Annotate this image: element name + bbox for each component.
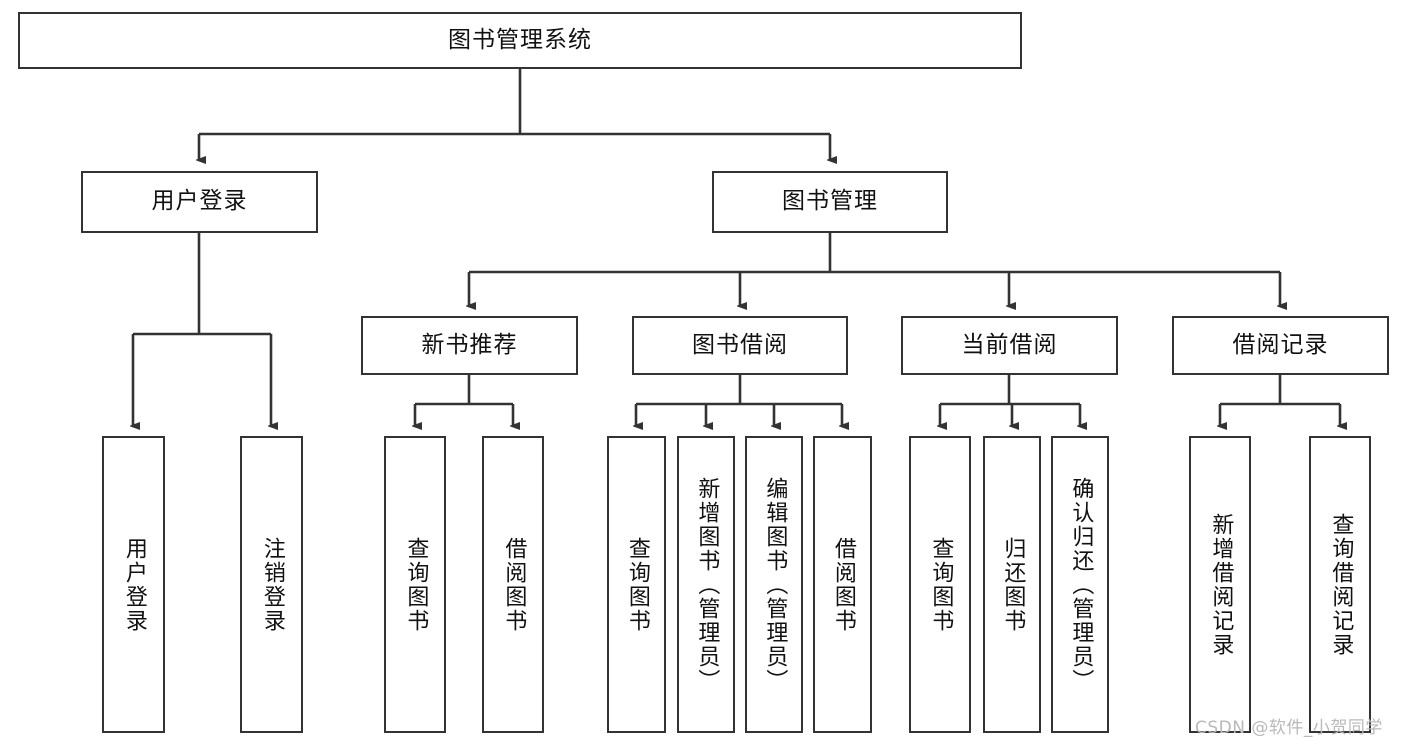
node-label: 图书管理系统: [448, 26, 592, 53]
node-borrow-record[interactable]: 借阅记录: [1172, 316, 1389, 375]
node-leaf-user-login[interactable]: 用户登录: [102, 436, 165, 733]
node-leaf-confirm-return-admin[interactable]: 确认归还（管理员）: [1051, 436, 1109, 733]
node-leaf-query-books-current[interactable]: 查询图书: [909, 436, 971, 733]
node-leaf-add-borrow-record[interactable]: 新增借阅记录: [1189, 436, 1251, 733]
node-user-login[interactable]: 用户登录: [81, 171, 318, 233]
node-label: 用户登录: [151, 188, 248, 215]
node-leaf-borrow-books-new[interactable]: 借阅图书: [482, 436, 544, 733]
node-leaf-borrow-book[interactable]: 借阅图书: [813, 436, 872, 733]
node-label: 当前借阅: [961, 331, 1058, 358]
node-label: 借阅记录: [1232, 331, 1329, 358]
node-leaf-logout-login[interactable]: 注销登录: [240, 436, 303, 733]
node-leaf-edit-book-admin[interactable]: 编辑图书（管理员）: [745, 436, 803, 733]
node-label: 图书借阅: [692, 331, 788, 358]
node-label: 编辑图书（管理员）: [762, 476, 788, 693]
node-label: 新书推荐: [421, 331, 518, 358]
node-label: 借阅图书: [830, 536, 856, 633]
node-leaf-add-book-admin[interactable]: 新增图书（管理员）: [677, 436, 735, 733]
node-label: 查询图书: [624, 536, 650, 633]
node-root-system[interactable]: 图书管理系统: [18, 12, 1022, 69]
node-label: 新增借阅记录: [1208, 512, 1234, 657]
node-label: 注销登录: [259, 536, 285, 633]
node-label: 借阅图书: [501, 536, 527, 633]
node-current-borrow[interactable]: 当前借阅: [901, 316, 1118, 375]
node-new-book-recommend[interactable]: 新书推荐: [361, 316, 578, 375]
node-label: 查询借阅记录: [1328, 512, 1354, 657]
node-leaf-query-borrow-record[interactable]: 查询借阅记录: [1309, 436, 1371, 733]
node-label: 确认归还（管理员）: [1068, 476, 1094, 693]
csdn-watermark: CSDN @软件_小贺同学: [1195, 718, 1383, 738]
node-book-management[interactable]: 图书管理: [712, 171, 948, 233]
node-label: 查询图书: [403, 536, 429, 633]
node-label: 新增图书（管理员）: [694, 476, 720, 693]
node-label: 查询图书: [928, 536, 954, 633]
node-leaf-query-books-new[interactable]: 查询图书: [384, 436, 446, 733]
node-label: 归还图书: [1000, 536, 1026, 633]
node-leaf-query-books-borrow[interactable]: 查询图书: [607, 436, 666, 733]
node-label: 图书管理: [782, 188, 878, 215]
node-label: 用户登录: [121, 536, 147, 633]
node-book-borrow[interactable]: 图书借阅: [632, 316, 848, 375]
node-leaf-return-book[interactable]: 归还图书: [983, 436, 1041, 733]
